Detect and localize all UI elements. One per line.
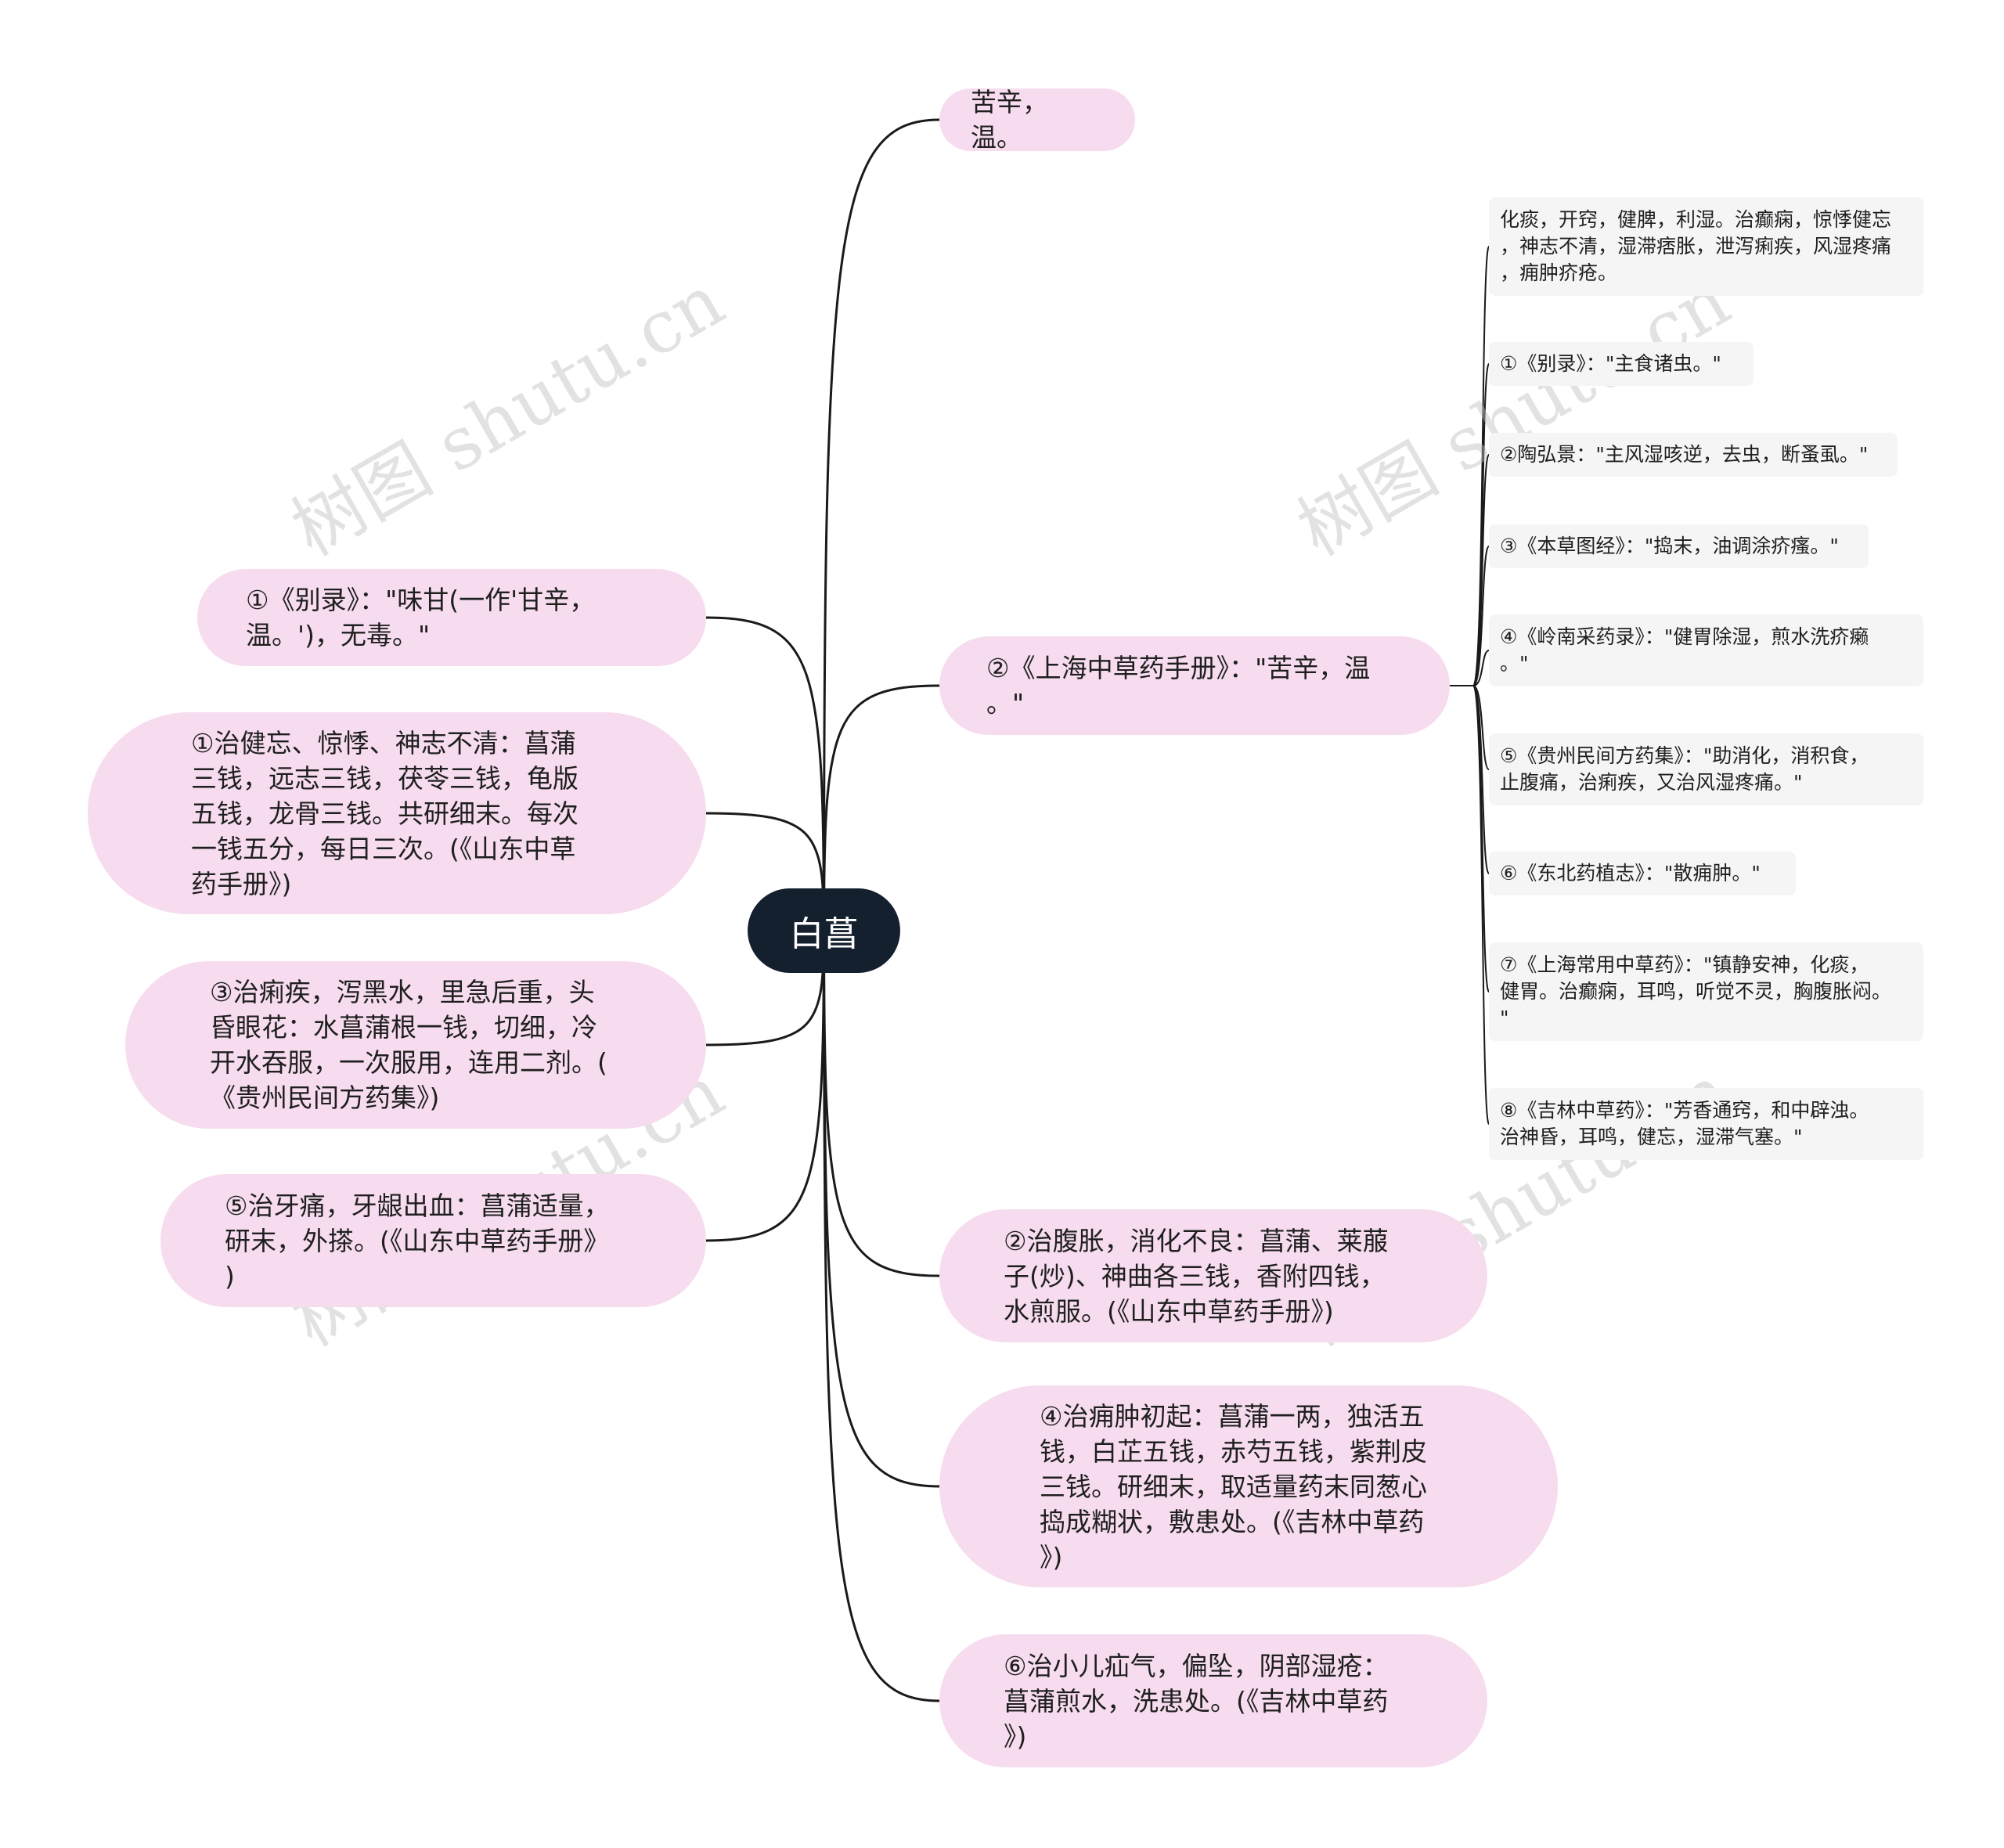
leaf-jilin[interactable]: ⑧《吉林中草药》："芳香通窍，和中辟浊。 治神昏，耳鸣，健忘，湿滞气塞。" <box>1489 1088 1923 1160</box>
connector-line <box>1472 650 1490 686</box>
connector-line <box>705 616 825 931</box>
connector-line <box>1472 454 1490 686</box>
left-topic-yatong[interactable]: ⑤治牙痛，牙龈出血：菖蒲适量， 研末，外搽。(《山东中草药手册》 ) <box>160 1174 706 1307</box>
topic-text: ⑤治牙痛，牙龈出血：菖蒲适量， 研末，外搽。(《山东中草药手册》 ) <box>225 1190 610 1291</box>
leaf-text: ②陶弘景："主风湿咳逆，去虫，断蚤虱。" <box>1500 443 1869 466</box>
leaf-text: 化痰，开窍，健脾，利湿。治癫痫，惊悸健忘 ，神志不清，湿滞痞胀，泄泻痢疾，风湿疼… <box>1500 208 1892 284</box>
leaf-shanghai-changyong[interactable]: ⑦《上海常用中草药》："镇静安神，化痰， 健胃。治癫痫，耳鸣，听觉不灵，胸腹胀闷… <box>1489 942 1923 1041</box>
right-topic-xingwei[interactable]: 苦辛，温。 <box>939 87 1135 153</box>
leaf-text: ⑥《东北药植志》："散痈肿。" <box>1500 862 1761 884</box>
leaf-bielu[interactable]: ①《别录》："主食诸虫。" <box>1489 342 1754 386</box>
connector-line <box>823 930 940 1702</box>
leaf-text: ③《本草图经》："捣末，油调涂疥瘙。" <box>1500 535 1839 557</box>
topic-text: ②《上海中草药手册》："苦辛，温 。" <box>986 653 1371 719</box>
right-topic-shanghai[interactable]: ②《上海中草药手册》："苦辛，温 。" <box>939 636 1450 735</box>
leaf-guizhou[interactable]: ⑤《贵州民间方药集》："助消化，消积食， 止腹痛，治痢疾，又治风湿疼痛。" <box>1489 733 1923 805</box>
leaf-text: ④《岭南采药录》："健胃除湿，煎水洗疥癞 。" <box>1500 625 1869 675</box>
leaf-gongneng[interactable]: 化痰，开窍，健脾，利湿。治癫痫，惊悸健忘 ，神志不清，湿滞痞胀，泄泻痢疾，风湿疼… <box>1489 197 1923 296</box>
connector-line <box>1472 546 1490 686</box>
leaf-lingnan[interactable]: ④《岭南采药录》："健胃除湿，煎水洗疥癞 。" <box>1489 614 1923 686</box>
root-topic[interactable]: 白菖 <box>748 888 900 973</box>
leaf-text: ⑤《贵州民间方药集》："助消化，消积食， 止腹痛，治痢疾，又治风湿疼痛。" <box>1500 744 1869 794</box>
leaf-taohongjing[interactable]: ②陶弘景："主风湿咳逆，去虫，断蚤虱。" <box>1489 433 1898 477</box>
right-topic-yongzhong[interactable]: ④治痈肿初起：菖蒲一两，独活五 钱，白芷五钱，赤芍五钱，紫荆皮 三钱。研细末，取… <box>939 1385 1558 1587</box>
leaf-bencaotujing[interactable]: ③《本草图经》："捣末，油调涂疥瘙。" <box>1489 524 1869 568</box>
left-topic-jianwang[interactable]: ①治健忘、惊悸、神志不清：菖蒲 三钱，远志三钱，茯苓三钱，龟版 五钱，龙骨三钱。… <box>88 712 706 914</box>
topic-text: ②治腹胀，消化不良：菖蒲、莱菔 子(炒)、神曲各三钱，香附四钱， 水煎服。(《山… <box>1004 1225 1389 1327</box>
leaf-text: ⑧《吉林中草药》："芳香通窍，和中辟浊。 治神昏，耳鸣，健忘，湿滞气塞。" <box>1500 1099 1869 1148</box>
leaf-dongbei[interactable]: ⑥《东北药植志》："散痈肿。" <box>1489 852 1796 895</box>
connector-line <box>1472 685 1490 1125</box>
connector-line <box>823 930 940 1488</box>
connector-line <box>823 684 940 931</box>
connector-line <box>823 930 940 1277</box>
topic-text: ⑥治小儿疝气，偏坠，阴部湿疮： 菖蒲煎水，洗患处。(《吉林中草药 》) <box>1004 1650 1389 1752</box>
topic-text: 苦辛，温。 <box>971 87 1048 153</box>
root-topic-label: 白菖 <box>789 914 859 954</box>
leaf-text: ⑦《上海常用中草药》："镇静安神，化痰， 健胃。治癫痫，耳鸣，听觉不灵，胸腹胀闷… <box>1500 953 1892 1029</box>
right-topic-fuzhang[interactable]: ②治腹胀，消化不良：菖蒲、莱菔 子(炒)、神曲各三钱，香附四钱， 水煎服。(《山… <box>939 1209 1487 1342</box>
right-topic-shanqi[interactable]: ⑥治小儿疝气，偏坠，阴部湿疮： 菖蒲煎水，洗患处。(《吉林中草药 》) <box>939 1634 1487 1767</box>
left-topic-liji[interactable]: ③治痢疾，泻黑水，里急后重，头 昏眼花：水菖蒲根一钱，切细，冷 开水吞服，一次服… <box>125 961 706 1129</box>
topic-text: ①《别录》："味甘(一作'甘辛， 温。')，无毒。" <box>246 585 596 650</box>
topic-text: ③治痢疾，泻黑水，里急后重，头 昏眼花：水菖蒲根一钱，切细，冷 开水吞服，一次服… <box>210 977 607 1113</box>
connector-line <box>823 118 940 931</box>
topic-text: ④治痈肿初起：菖蒲一两，独活五 钱，白芷五钱，赤芍五钱，紫荆皮 三钱。研细末，取… <box>1040 1400 1427 1572</box>
leaf-text: ①《别录》："主食诸虫。" <box>1500 352 1721 375</box>
topic-text: ①治健忘、惊悸、神志不清：菖蒲 三钱，远志三钱，茯苓三钱，龟版 五钱，龙骨三钱。… <box>191 727 578 899</box>
connector-line <box>705 930 825 1242</box>
connector-line <box>1472 685 1490 874</box>
connector-line <box>1472 685 1490 770</box>
left-topic-bielu[interactable]: ①《别录》："味甘(一作'甘辛， 温。')，无毒。" <box>197 569 706 666</box>
